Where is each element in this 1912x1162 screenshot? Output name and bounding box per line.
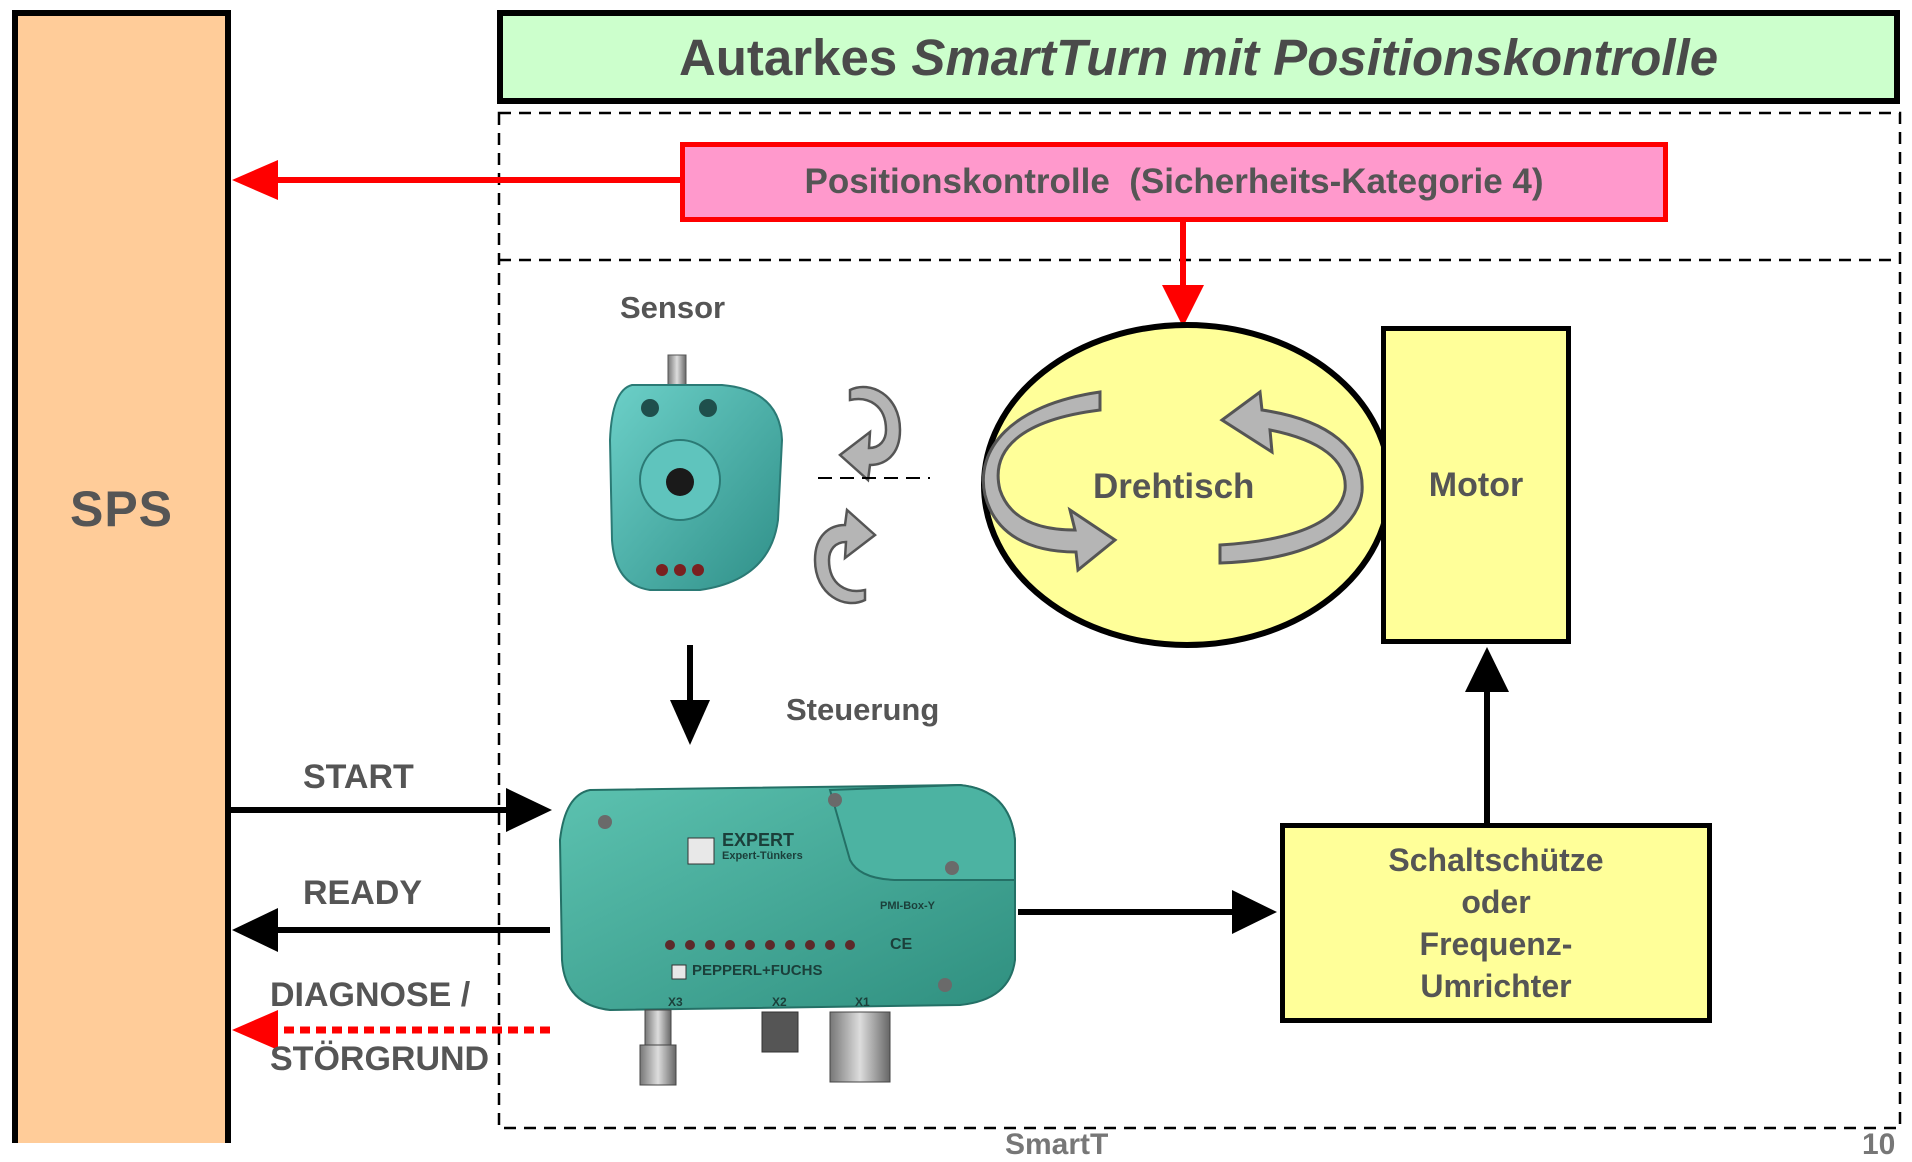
controller-to-contactor-arrow	[1018, 890, 1277, 934]
controller-model: PMI-Box-Y	[880, 900, 935, 912]
position-control-box: Positionskontrolle (Sicherheits-Kategori…	[680, 142, 1668, 222]
port-x3-label: X3	[668, 995, 683, 1009]
position-to-table-arrow	[1162, 222, 1204, 327]
diagnose-arrow	[232, 1010, 550, 1050]
sps-block	[12, 10, 231, 1143]
page-number: 10	[1862, 1128, 1896, 1161]
steuerung-label: Steuerung	[786, 692, 940, 727]
motor-box: Motor	[1381, 326, 1571, 644]
sps-label: SPS	[69, 481, 174, 537]
contactor-box: Schaltschütze oder Frequenz- Umrichter	[1280, 823, 1712, 1023]
diagnose-signal-label: DIAGNOSE /	[270, 976, 471, 1014]
title-part-2: SmartTurn mit Positionskontrolle	[911, 28, 1719, 86]
footer-text: SmartT	[1005, 1128, 1109, 1161]
drehtisch-label: Drehtisch	[1093, 467, 1255, 506]
start-signal-label: START	[303, 758, 414, 796]
controller-brand-expert: EXPERT	[722, 830, 795, 850]
contactor-line-3: Frequenz-	[1419, 926, 1573, 962]
contactor-line-1: Schaltschütze	[1388, 842, 1604, 878]
controller-brand-pf: PEPPERL+FUCHS	[692, 962, 823, 979]
port-x2-label: X2	[772, 995, 787, 1009]
ready-arrow	[232, 908, 550, 952]
stoergrund-signal-label: STÖRGRUND	[270, 1040, 490, 1078]
table-rotation-arrow-right	[1218, 389, 1364, 565]
contactor-line-2: oder	[1461, 884, 1531, 920]
controller-device	[558, 783, 1016, 1086]
contactor-line-4: Umrichter	[1420, 968, 1572, 1004]
sensor-to-controller-arrow	[670, 645, 710, 745]
sensor-label: Sensor	[620, 290, 726, 325]
position-feedback-arrow	[232, 160, 680, 200]
outer-dashed-frame	[497, 111, 1902, 1130]
table-rotation-arrow-left	[981, 390, 1118, 573]
controller-ce-mark: CE	[890, 936, 913, 953]
port-x1-label: X1	[855, 995, 870, 1009]
contactor-to-motor-arrow	[1465, 647, 1509, 823]
sensor-rotation-symbols	[813, 385, 930, 605]
controller-brand-sub: Expert-Tünkers	[722, 850, 803, 862]
page-title: Autarkes SmartTurn mit Positionskontroll…	[497, 10, 1900, 104]
title-part-1: Autarkes	[678, 28, 912, 86]
start-arrow	[231, 788, 552, 832]
ready-signal-label: READY	[303, 874, 423, 912]
sensor-device	[608, 354, 784, 591]
